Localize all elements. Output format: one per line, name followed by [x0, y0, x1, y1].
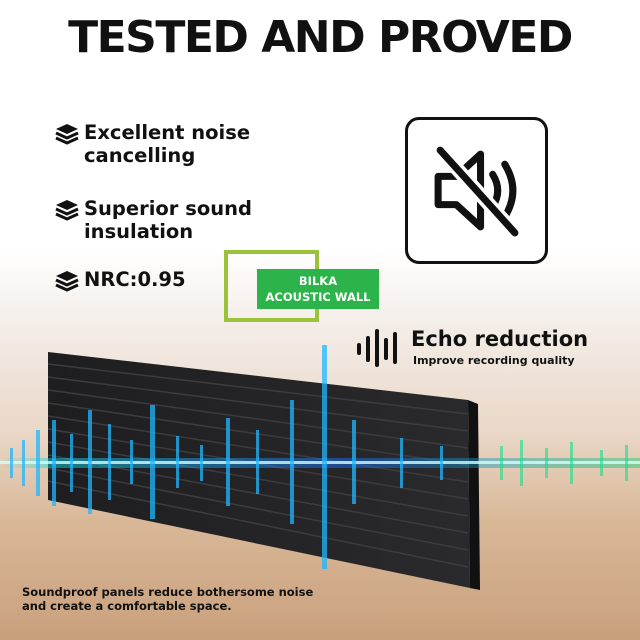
headline: TESTED AND PROVED: [68, 12, 573, 63]
brand-tag-line1: BILKA: [298, 274, 338, 288]
layers-icon: [55, 271, 79, 292]
layers-icon: [55, 200, 79, 221]
brand-tag: BILKA ACOUSTIC WALL: [257, 269, 379, 309]
feature-sound-insulation: Superior sound insulation: [54, 197, 252, 243]
feature-text: Excellent noise cancelling: [84, 121, 251, 167]
echo-title: Echo reduction: [411, 327, 589, 351]
speaker-mute-icon: [434, 145, 521, 238]
sound-wave-icon: [357, 329, 397, 367]
echo-subtitle: Improve recording quality: [413, 354, 575, 367]
feature-text: Superior sound insulation: [84, 197, 252, 243]
brand-tag-line2: ACOUSTIC WALL: [265, 290, 371, 304]
feature-noise-cancelling: Excellent noise cancelling: [54, 121, 250, 167]
feature-nrc: NRC:0.95: [54, 268, 186, 293]
acoustic-panel-art: [0, 345, 640, 590]
mute-badge: [405, 117, 548, 264]
feature-text: NRC:0.95: [84, 268, 186, 291]
caption: Soundproof panels reduce bothersome nois…: [22, 585, 314, 613]
layers-icon: [55, 124, 79, 145]
